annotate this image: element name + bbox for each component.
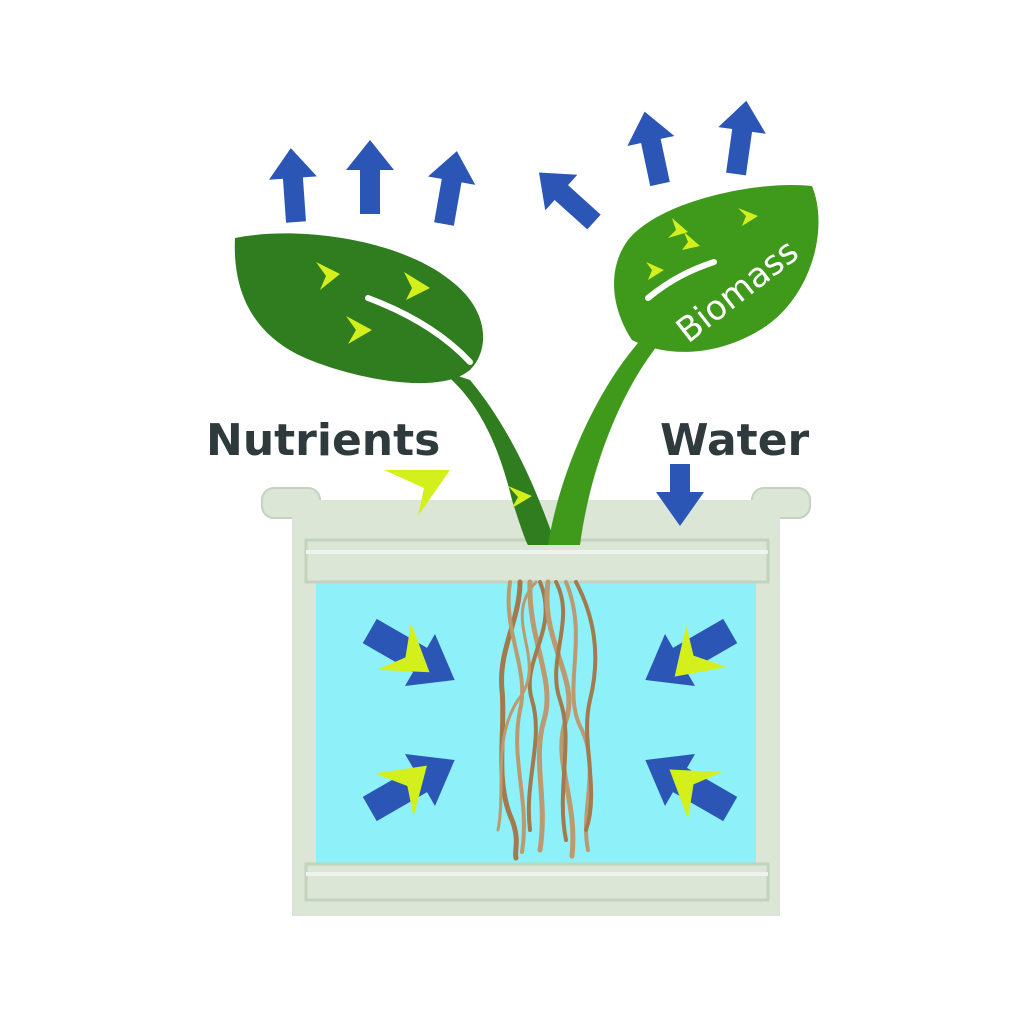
chevron-icon	[316, 262, 430, 344]
up-arrow-icon	[718, 100, 766, 176]
up-arrow-icon	[346, 140, 394, 214]
stem-chevron-icon	[508, 486, 532, 508]
tank	[261, 487, 811, 916]
inward-arrow-icon	[362, 618, 455, 686]
up-arrow-icon	[539, 172, 601, 230]
up-arrow-icon	[268, 148, 317, 223]
inward-arrow-icon	[645, 618, 738, 686]
right-leaf-vein	[645, 259, 717, 301]
left-leaf	[234, 233, 484, 384]
right-leaf: Biomass	[614, 184, 819, 352]
nutrient-input-chevron-icon	[384, 470, 450, 516]
inward-arrow-icon	[362, 754, 455, 822]
water-input-arrow-icon	[656, 464, 704, 526]
water-label: Water	[660, 415, 810, 466]
transpiration-arrows	[268, 100, 766, 230]
stems	[440, 330, 662, 545]
nutrients-label: Nutrients	[206, 415, 440, 466]
tank-lower-bar	[304, 862, 770, 902]
right-stem	[548, 330, 662, 545]
tank-upper-bar	[304, 538, 770, 584]
chevron-icon	[646, 208, 758, 280]
left-stem	[440, 370, 556, 545]
up-arrow-icon	[428, 151, 476, 226]
inward-arrow-icon	[645, 754, 738, 822]
left-leaf-vein	[365, 295, 473, 365]
roots	[496, 579, 598, 861]
up-arrow-icon	[627, 111, 675, 187]
uptake-arrows	[362, 618, 738, 822]
